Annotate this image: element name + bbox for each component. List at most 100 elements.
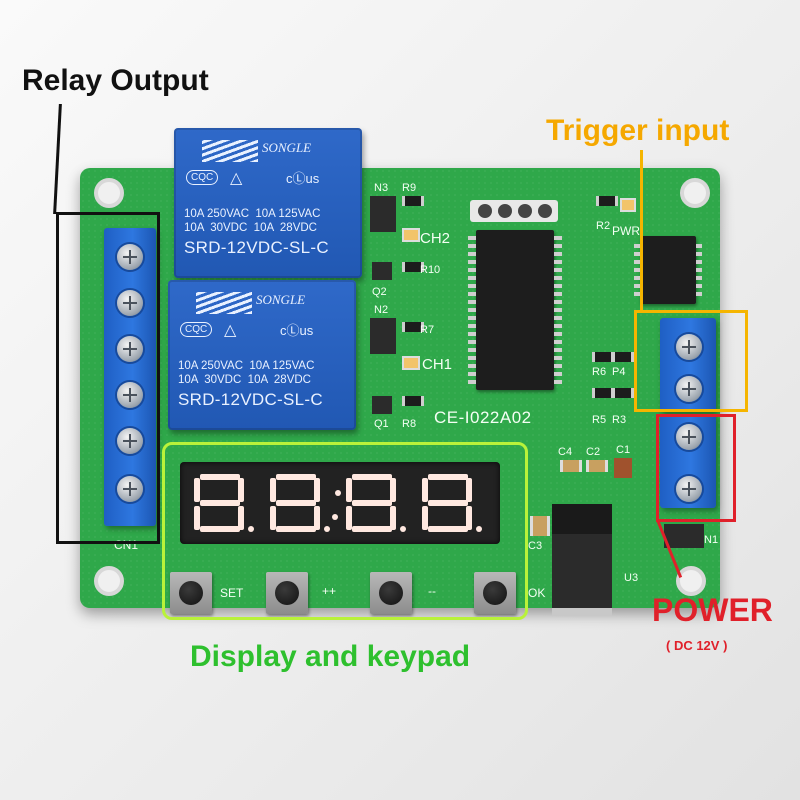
key-label-plus: ++	[322, 584, 337, 598]
screw-icon	[117, 476, 143, 502]
silk-c3: C3	[528, 540, 543, 552]
display-segment	[428, 526, 468, 532]
relay-output-terminal	[104, 228, 156, 526]
led-ch1	[402, 356, 420, 370]
display-decimal-point	[248, 526, 254, 532]
button-cap	[275, 581, 299, 605]
trigger-input-label: Trigger input	[546, 114, 730, 147]
silk-u3: U3	[624, 572, 639, 584]
relay-model: SRD-12VDC-SL-C	[184, 238, 329, 257]
power-label: POWER	[652, 592, 773, 628]
display-segment	[238, 478, 244, 502]
screw-icon	[117, 428, 143, 454]
resistor-r8	[402, 396, 424, 406]
plus-button[interactable]	[266, 572, 308, 614]
ic-pins	[696, 244, 702, 296]
mount-hole	[676, 566, 706, 596]
power-terminal	[660, 414, 716, 508]
screw-icon	[676, 424, 702, 450]
regulator-tab	[552, 504, 612, 534]
display-digit	[344, 474, 406, 532]
relay-spec-line1: 10A 250VAC 10A 125VAC	[178, 360, 315, 372]
resistor-r6	[592, 352, 614, 362]
power-spec-label: ( DC 12V )	[666, 638, 728, 653]
display-segment	[466, 478, 472, 502]
silk-n2: N2	[374, 304, 389, 316]
set-button[interactable]	[170, 572, 212, 614]
screw-icon	[117, 290, 143, 316]
display-segment	[352, 526, 392, 532]
screw-icon	[117, 382, 143, 408]
warning-triangle-icon: △	[224, 322, 237, 339]
display-segment	[276, 500, 316, 506]
relay-ch2: SONGLE CQC △ cⓁus 10A 250VAC 10A 125VAC …	[174, 128, 362, 278]
led-ch2	[402, 228, 420, 242]
silk-q2: Q2	[372, 286, 387, 298]
optocoupler-chip	[634, 236, 702, 304]
silk-p4: P4	[612, 366, 626, 378]
display-segment	[314, 478, 320, 502]
silk-n3: N3	[374, 182, 389, 194]
silk-r7: R7	[420, 324, 435, 336]
display-keypad-highlight-box	[162, 442, 528, 620]
display-segment	[466, 506, 472, 530]
silk-c2: C2	[586, 446, 601, 458]
songle-logo-icon	[196, 292, 252, 314]
display-segment	[428, 474, 468, 480]
mount-hole	[94, 178, 124, 208]
capacitor-c3	[530, 516, 550, 536]
ic-pins	[468, 236, 476, 384]
display-digit	[420, 474, 482, 532]
transistor-q1	[372, 396, 392, 414]
trigger-input-terminal	[660, 318, 716, 412]
resistor-r9	[402, 196, 424, 206]
minus-button[interactable]	[370, 572, 412, 614]
display-segment	[200, 526, 240, 532]
mount-hole	[680, 178, 710, 208]
display-decimal-point	[476, 526, 482, 532]
relay-output-leader-line	[53, 104, 62, 214]
resistor-r4	[612, 388, 634, 398]
display-segment	[428, 500, 468, 506]
ok-button[interactable]	[474, 572, 516, 614]
relay-spec-line2: 10A 30VDC 10A 28VDC	[178, 374, 311, 386]
key-label-ok: OK	[528, 586, 546, 600]
silk-ch1: CH1	[422, 356, 453, 373]
ic-pins	[554, 236, 562, 384]
silk-r6: R6	[592, 366, 607, 378]
key-label-set: SET	[220, 586, 244, 600]
silk-r3: R3	[612, 414, 627, 426]
button-cap	[483, 581, 507, 605]
resistor-p4	[612, 352, 634, 362]
display-segment	[390, 478, 396, 502]
display-segment	[200, 500, 240, 506]
relay-ul-mark: cⓁus	[286, 171, 320, 186]
silk-r9: R9	[402, 182, 417, 194]
regulator-u3	[552, 534, 612, 616]
button-cap	[179, 581, 203, 605]
capacitor-c1	[614, 458, 632, 478]
display-segment	[422, 506, 428, 530]
silk-r8: R8	[402, 418, 417, 430]
silk-n1: N1	[704, 534, 719, 546]
programming-header	[470, 200, 558, 222]
display-decimal-point	[324, 526, 330, 532]
display-segment	[346, 506, 352, 530]
display-segment	[270, 478, 276, 502]
key-label-minus: --	[428, 584, 436, 598]
display-segment	[352, 500, 392, 506]
display-segment	[276, 474, 316, 480]
silk-q1: Q1	[374, 418, 389, 430]
display-colon	[335, 490, 341, 496]
silk-r2: R2	[596, 220, 611, 232]
relay-ul-mark: cⓁus	[280, 323, 314, 338]
resistor-r5	[592, 388, 614, 398]
main-ic-chip	[468, 230, 562, 390]
silk-ch2: CH2	[420, 230, 451, 247]
display-segment	[238, 506, 244, 530]
display-decimal-point	[400, 526, 406, 532]
screw-icon	[676, 334, 702, 360]
transistor-n3	[370, 196, 396, 232]
relay-cqc-mark: CQC	[180, 322, 213, 337]
capacitor-c2	[586, 460, 608, 472]
